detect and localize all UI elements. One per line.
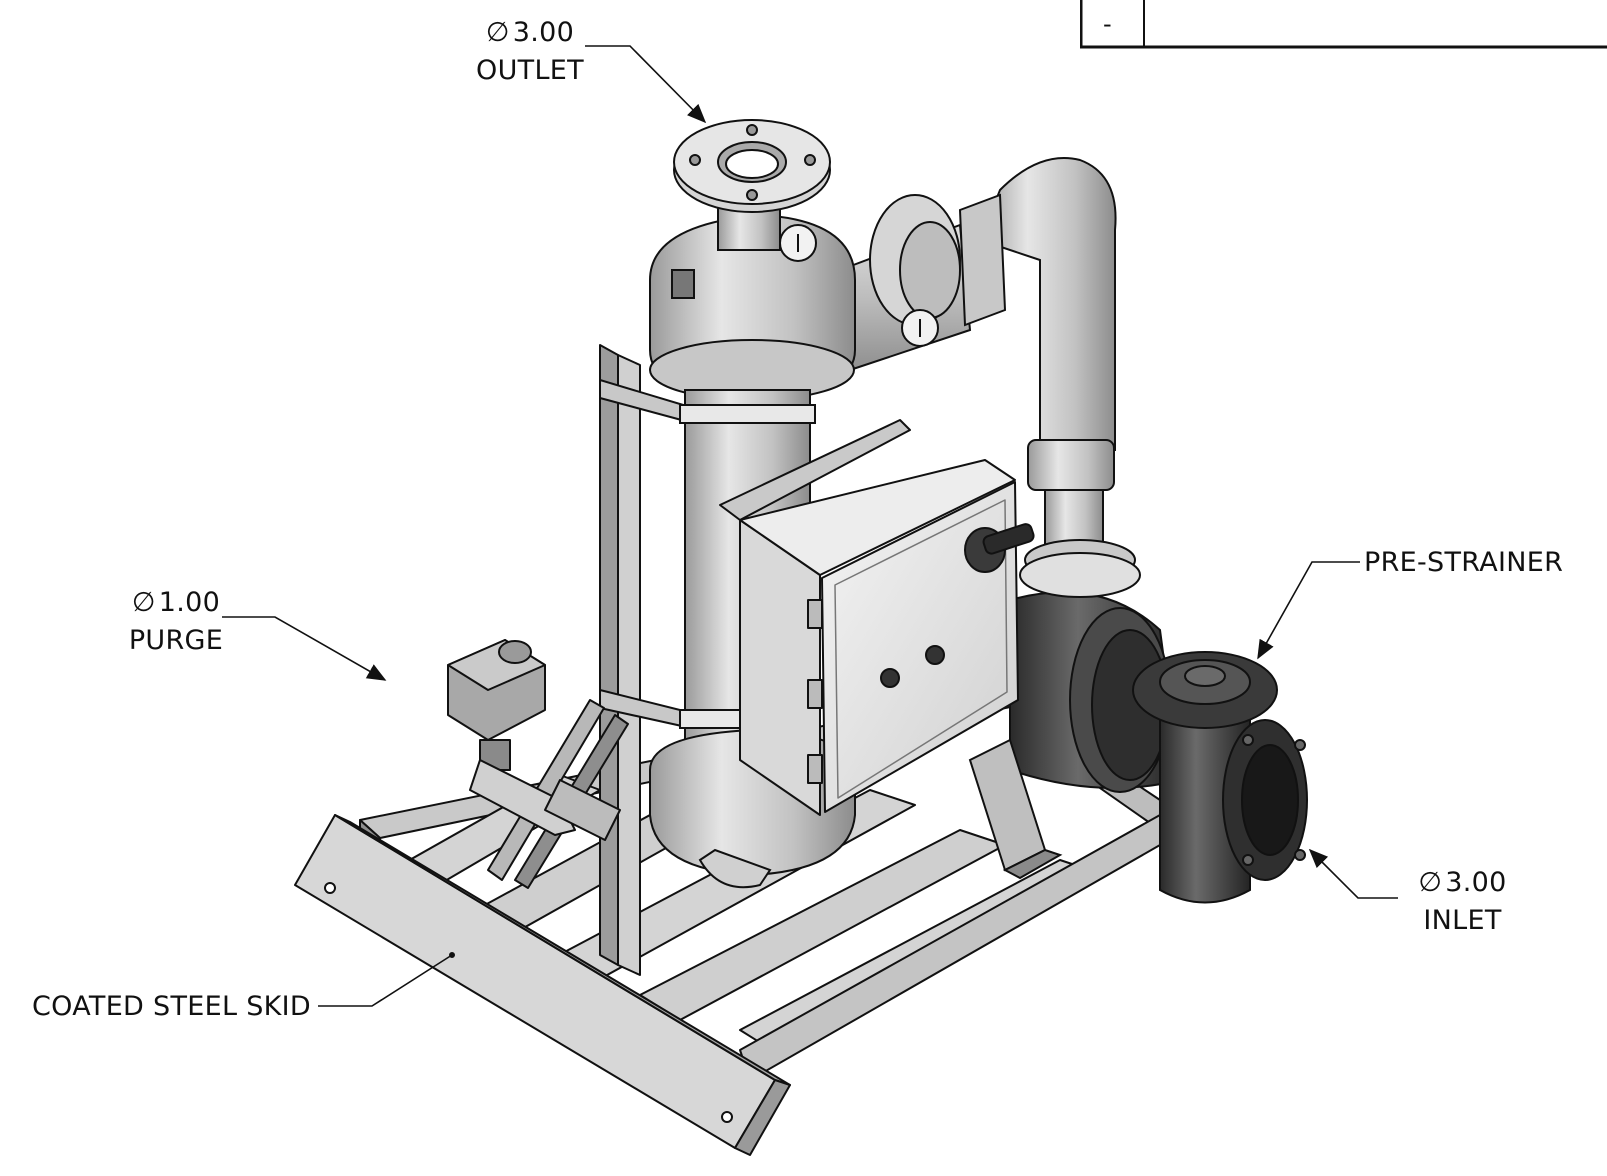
- inlet-size: 3.00: [1445, 867, 1507, 898]
- skid-callout: COATED STEEL SKID: [32, 991, 312, 1022]
- leader-lines: [222, 45, 1398, 1007]
- diameter-symbol: ∅: [1418, 867, 1443, 898]
- outlet-size: 3.00: [512, 17, 575, 48]
- diameter-symbol: ∅: [131, 587, 156, 618]
- rev-cell: -: [1103, 10, 1112, 38]
- separator-vessel: [649, 119, 939, 889]
- purge-label: PURGE: [128, 625, 224, 656]
- outlet-label: OUTLET: [476, 55, 584, 86]
- diameter-symbol: ∅: [485, 17, 510, 48]
- pre-strainer: [1132, 651, 1308, 904]
- discharge-pipe: [978, 157, 1141, 598]
- inlet-label: INLET: [1423, 905, 1502, 936]
- inlet-callout: ∅3.00 INLET: [1405, 864, 1520, 940]
- pre-strainer-callout: PRE-STRAINER: [1364, 547, 1564, 578]
- purge-callout: ∅1.00 PURGE: [120, 584, 232, 660]
- outlet-callout: ∅3.00 OUTLET: [470, 14, 590, 90]
- purge-valve: [447, 639, 621, 841]
- purge-size: 1.00: [158, 587, 221, 618]
- title-block: [1080, 0, 1607, 49]
- control-enclosure: [719, 419, 1035, 816]
